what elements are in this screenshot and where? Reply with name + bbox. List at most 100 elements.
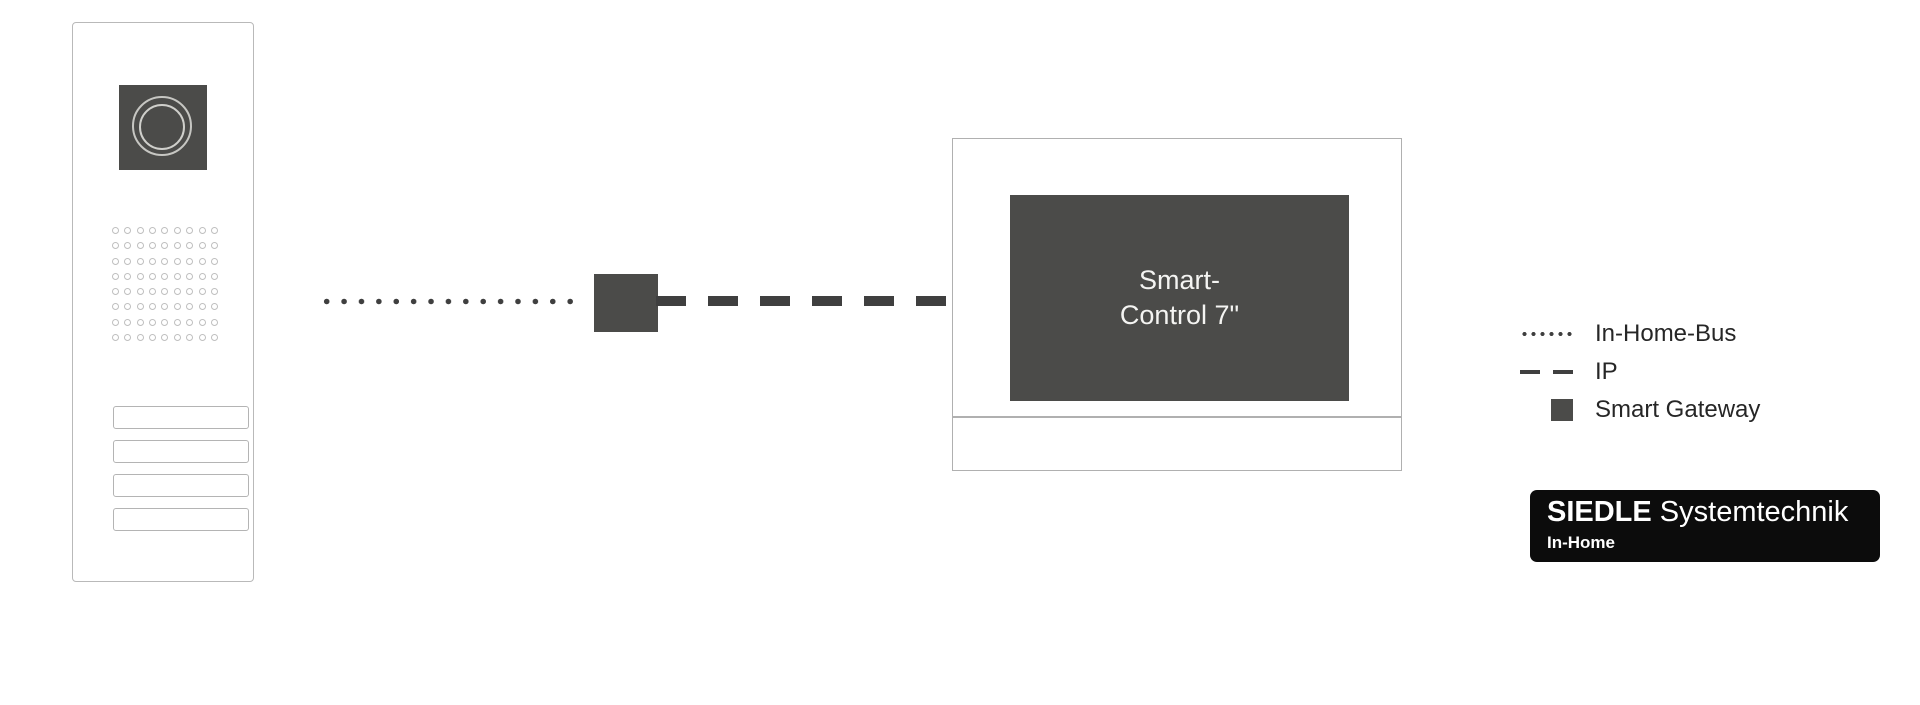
grille-hole (198, 242, 206, 250)
grille-hole (211, 333, 219, 341)
grille-hole (211, 288, 219, 296)
grille-hole (124, 288, 132, 296)
grille-hole (173, 272, 181, 280)
grille-hole (173, 242, 181, 250)
legend-label: Smart Gateway (1595, 396, 1761, 423)
grille-hole (173, 318, 181, 326)
legend-label: In-Home-Bus (1595, 320, 1737, 347)
dotted-line-icon (1520, 328, 1580, 340)
grille-hole (136, 242, 144, 250)
ip-connection-line (656, 296, 959, 306)
brand-name-bold: SIEDLE (1547, 496, 1652, 528)
camera-ring-outer (132, 96, 192, 156)
grille-hole (186, 272, 194, 280)
grille-hole (211, 318, 219, 326)
grille-hole (161, 288, 169, 296)
grille-hole (136, 333, 144, 341)
smart-gateway-node (594, 274, 658, 332)
grille-hole (124, 227, 132, 235)
grille-hole (124, 242, 132, 250)
legend-item-ip: IP (1520, 353, 1880, 391)
grille-hole (186, 242, 194, 250)
grille-hole (186, 288, 194, 296)
grille-hole (111, 272, 119, 280)
grille-hole (173, 257, 181, 265)
grille-hole (211, 227, 219, 235)
grille-hole (198, 318, 206, 326)
in-home-bus-connection-line (318, 297, 580, 306)
dashed-line-icon (1520, 366, 1580, 378)
grille-hole (211, 272, 219, 280)
grille-hole (111, 333, 119, 341)
nameplate-button[interactable] (113, 406, 249, 429)
legend-item-smart-gateway: Smart Gateway (1520, 391, 1880, 429)
grille-hole (161, 242, 169, 250)
grille-hole (186, 227, 194, 235)
nameplate-button[interactable] (113, 474, 249, 497)
grille-hole (149, 227, 157, 235)
grille-hole (211, 257, 219, 265)
smart-control-monitor: Smart- Control 7" (952, 138, 1402, 471)
grille-hole (198, 303, 206, 311)
brand-name-regular: Systemtechnik (1651, 496, 1849, 528)
grille-hole (124, 318, 132, 326)
brand-subtitle: In-Home (1547, 532, 1615, 552)
legend-item-in-home-bus: In-Home-Bus (1520, 315, 1880, 353)
grille-hole (111, 303, 119, 311)
filled-square-icon (1520, 399, 1580, 421)
grille-hole (198, 333, 206, 341)
grille-hole (136, 303, 144, 311)
grille-hole (173, 303, 181, 311)
nameplate-button[interactable] (113, 508, 249, 531)
grille-hole (161, 333, 169, 341)
grille-hole (124, 257, 132, 265)
grille-hole (136, 288, 144, 296)
grille-hole (173, 333, 181, 341)
grille-hole (161, 318, 169, 326)
grille-hole (211, 303, 219, 311)
grille-hole (173, 288, 181, 296)
monitor-screen-label: Smart- Control 7" (1119, 265, 1240, 330)
grille-hole (136, 257, 144, 265)
grille-hole (124, 333, 132, 341)
grille-hole (211, 242, 219, 250)
grille-hole (173, 227, 181, 235)
grille-hole (111, 242, 119, 250)
grille-hole (136, 227, 144, 235)
grille-hole (161, 272, 169, 280)
grille-hole (198, 288, 206, 296)
grille-hole (149, 242, 157, 250)
grille-hole (136, 318, 144, 326)
grille-hole (161, 227, 169, 235)
monitor-screen: Smart- Control 7" (1010, 195, 1349, 401)
nameplate-button[interactable] (113, 440, 249, 463)
grille-hole (124, 272, 132, 280)
siedle-brand-logo: SIEDLE Systemtechnik In-Home (1530, 490, 1880, 562)
grille-hole (149, 333, 157, 341)
grille-hole (111, 288, 119, 296)
speaker-grille-icon (109, 223, 221, 345)
door-station (72, 22, 254, 582)
grille-hole (149, 303, 157, 311)
grille-hole (198, 272, 206, 280)
nameplate-list (113, 406, 249, 542)
grille-hole (124, 303, 132, 311)
grille-hole (186, 318, 194, 326)
grille-hole (149, 257, 157, 265)
grille-hole (161, 257, 169, 265)
grille-hole (111, 318, 119, 326)
grille-hole (136, 272, 144, 280)
grille-hole (149, 288, 157, 296)
brand-name: SIEDLE Systemtechnik (1547, 496, 1880, 528)
camera-lens-icon (119, 85, 207, 170)
grille-hole (198, 257, 206, 265)
grille-hole (149, 318, 157, 326)
grille-hole (149, 272, 157, 280)
grille-hole (111, 227, 119, 235)
grille-hole (186, 257, 194, 265)
monitor-divider (953, 416, 1401, 418)
grille-hole (186, 303, 194, 311)
grille-hole (111, 257, 119, 265)
grille-hole (161, 303, 169, 311)
